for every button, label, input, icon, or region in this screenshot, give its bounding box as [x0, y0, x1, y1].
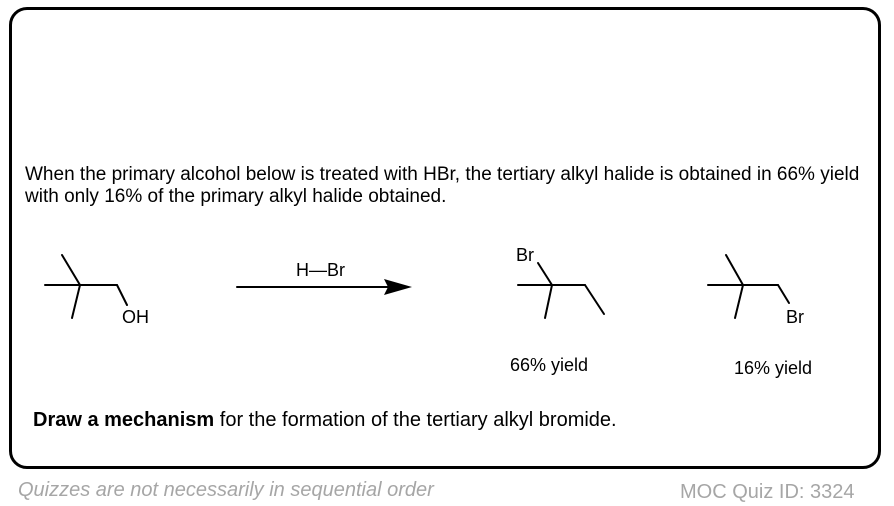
- primary-bromide-structure: Br 16% yield: [707, 254, 812, 378]
- quiz-id: MOC Quiz ID: 3324: [680, 481, 855, 504]
- quiz-id-label: MOC Quiz ID:: [680, 481, 811, 503]
- quiz-card: [9, 7, 881, 469]
- instruction: Draw a mechanism for the formation of th…: [33, 408, 617, 432]
- tertiary-br-label: Br: [516, 245, 534, 265]
- instruction-bold: Draw a mechanism: [33, 409, 215, 431]
- tertiary-yield-label: 66% yield: [510, 355, 588, 375]
- oh-label: OH: [122, 307, 149, 327]
- quiz-id-value: 3324: [810, 481, 855, 503]
- starting-material-structure: OH: [44, 254, 149, 327]
- question-text: When the primary alcohol below is treate…: [25, 164, 860, 207]
- tertiary-bromide-structure: Br 66% yield: [510, 245, 605, 375]
- primary-br-label: Br: [786, 307, 804, 327]
- footer-note: Quizzes are not necessarily in sequentia…: [18, 479, 434, 501]
- reagent-label: H—Br: [296, 260, 345, 280]
- reaction-arrow: H—Br: [236, 260, 412, 295]
- primary-yield-label: 16% yield: [734, 358, 812, 378]
- instruction-rest: for the formation of the tertiary alkyl …: [214, 409, 617, 431]
